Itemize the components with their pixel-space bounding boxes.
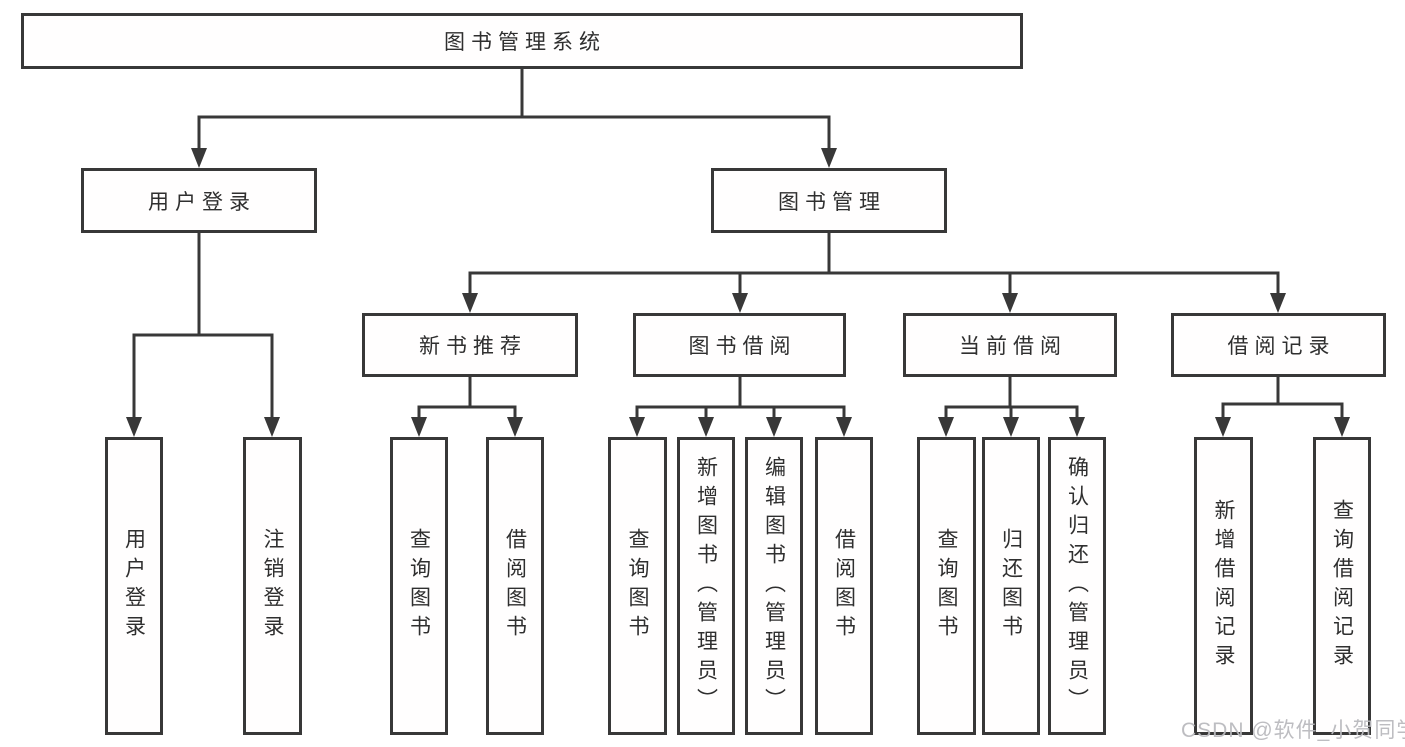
leaf-label: 借阅图书 xyxy=(503,528,527,644)
node-current-borrowing: 当前借阅 xyxy=(903,313,1117,377)
arrowhead xyxy=(462,293,478,313)
arrowhead xyxy=(821,148,837,168)
leaf-label: 查询借阅记录 xyxy=(1330,499,1354,673)
node-new-book-recommendation: 新书推荐 xyxy=(362,313,578,377)
leaf-label: 用户登录 xyxy=(122,528,146,644)
node-label: 图书借阅 xyxy=(688,335,797,358)
node-label: 借阅记录 xyxy=(1227,335,1336,358)
leaf-user-login: 用户登录 xyxy=(105,437,163,735)
arrowhead xyxy=(1270,293,1286,313)
leaf-label: 新增图书（管理员） xyxy=(694,455,718,717)
arrowhead xyxy=(629,417,645,437)
leaf-label: 归还图书 xyxy=(999,528,1023,644)
arrowhead xyxy=(766,417,782,437)
arrowhead xyxy=(1002,293,1018,313)
leaf-label: 注销登录 xyxy=(261,528,284,644)
node-label: 当前借阅 xyxy=(959,335,1067,358)
csdn-watermark: CSDN @软件_小贺同学 xyxy=(1181,719,1405,742)
arrowhead xyxy=(507,417,523,437)
arrowhead xyxy=(411,417,427,437)
arrowhead xyxy=(264,417,280,437)
arrowhead xyxy=(191,148,207,168)
leaf-query-borrow-record: 查询借阅记录 xyxy=(1313,437,1371,735)
leaf-logout: 注销登录 xyxy=(243,437,302,735)
leaf-edit-book-admin: 编辑图书（管理员） xyxy=(745,437,803,735)
leaf-label: 编辑图书（管理员） xyxy=(762,455,786,717)
arrowhead xyxy=(836,417,852,437)
arrowhead xyxy=(1069,417,1085,437)
leaf-confirm-return-admin: 确认归还（管理员） xyxy=(1048,437,1106,735)
leaf-add-borrow-record: 新增借阅记录 xyxy=(1194,437,1253,735)
arrowhead xyxy=(1215,417,1231,437)
node-label: 图书管理系统 xyxy=(444,31,606,54)
node-label: 图书管理 xyxy=(778,190,886,214)
node-user-login: 用户登录 xyxy=(81,168,317,233)
leaf-label: 确认归还（管理员） xyxy=(1065,455,1089,717)
leaf-query-books-current: 查询图书 xyxy=(917,437,976,735)
leaf-label: 查询图书 xyxy=(626,528,649,644)
leaf-label: 借阅图书 xyxy=(832,528,856,644)
arrowhead xyxy=(1334,417,1350,437)
leaf-borrow-books-borrowing: 借阅图书 xyxy=(815,437,873,735)
arrowhead xyxy=(1003,417,1019,437)
leaf-add-book-admin: 新增图书（管理员） xyxy=(677,437,735,735)
leaf-label: 查询图书 xyxy=(407,528,431,644)
leaf-label: 新增借阅记录 xyxy=(1212,499,1235,673)
leaf-label: 查询图书 xyxy=(935,528,958,644)
node-borrowing-records: 借阅记录 xyxy=(1171,313,1386,377)
leaf-query-books-borrowing: 查询图书 xyxy=(608,437,667,735)
arrowhead xyxy=(938,417,954,437)
node-label: 新书推荐 xyxy=(419,335,527,358)
leaf-borrow-books-recommend: 借阅图书 xyxy=(486,437,544,735)
arrowhead xyxy=(698,417,714,437)
leaf-return-book: 归还图书 xyxy=(982,437,1040,735)
node-label: 用户登录 xyxy=(148,190,256,214)
arrowhead xyxy=(732,293,748,313)
node-library-management-system: 图书管理系统 xyxy=(21,13,1023,69)
node-book-management: 图书管理 xyxy=(711,168,947,233)
arrowhead xyxy=(126,417,142,437)
leaf-query-books-recommend: 查询图书 xyxy=(390,437,448,735)
node-book-borrowing: 图书借阅 xyxy=(633,313,846,377)
